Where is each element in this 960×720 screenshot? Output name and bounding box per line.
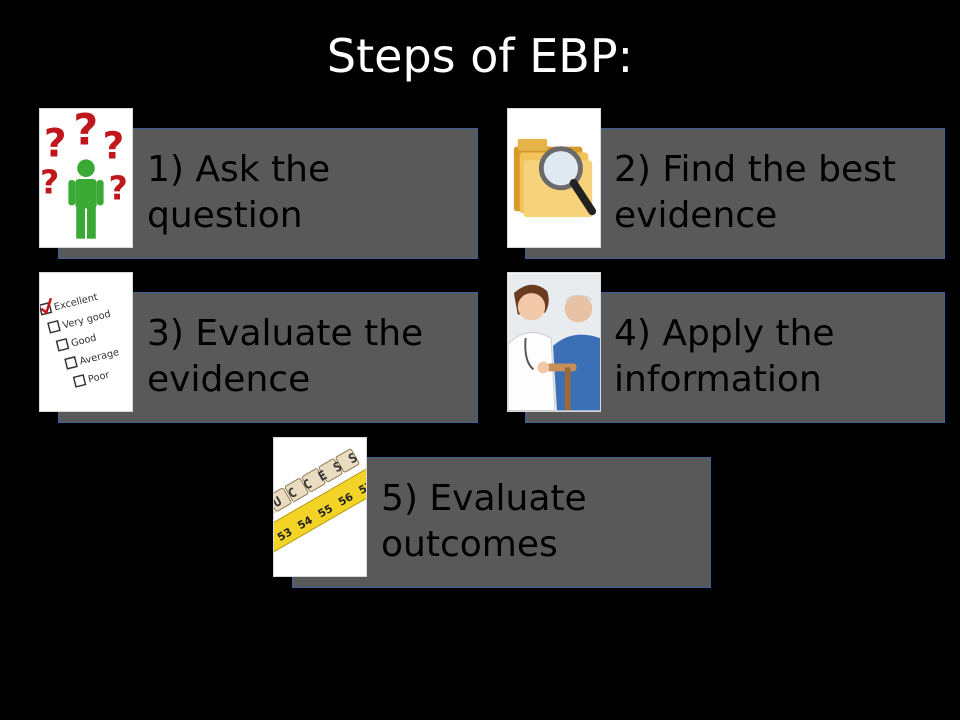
svg-text:?: ? [109,169,128,208]
checklist-option-1: Excellent [53,292,99,314]
svg-text:?: ? [103,123,125,167]
folder-magnifier-icon [507,108,601,248]
tape-number-5: 57 [356,478,366,497]
svg-text:?: ? [73,109,98,156]
checklist-option-5: Poor [87,369,111,385]
tape-number-3: 55 [316,502,335,521]
question-person-icon: ? ? ? ? ? [39,108,133,248]
tape-number-1: 53 [275,525,294,544]
tape-number-2: 54 [295,514,314,533]
step-1-label: 1) Ask the question [147,149,331,236]
slide-title: Steps of EBP: [326,29,634,83]
tape-number-4: 56 [336,490,355,509]
step-5-label: 5) Evaluate outcomes [381,478,587,565]
checklist-option-3: Good [70,333,98,350]
svg-text:?: ? [40,163,59,202]
svg-text:?: ? [44,121,67,166]
success-measuring-tape-icon: SUCCESS 53 54 55 56 57 [273,437,367,577]
step-2-label: 2) Find the best evidence [614,149,896,236]
step-4-label: 4) Apply the information [614,313,835,400]
checklist-option-4: Average [79,347,121,367]
checklist-option-2: Very good [62,309,112,332]
nurse-patient-icon [507,272,601,412]
checklist-icon: Excellent Very good Good Average Poor [39,272,133,412]
step-3-label: 3) Evaluate the evidence [147,313,424,400]
